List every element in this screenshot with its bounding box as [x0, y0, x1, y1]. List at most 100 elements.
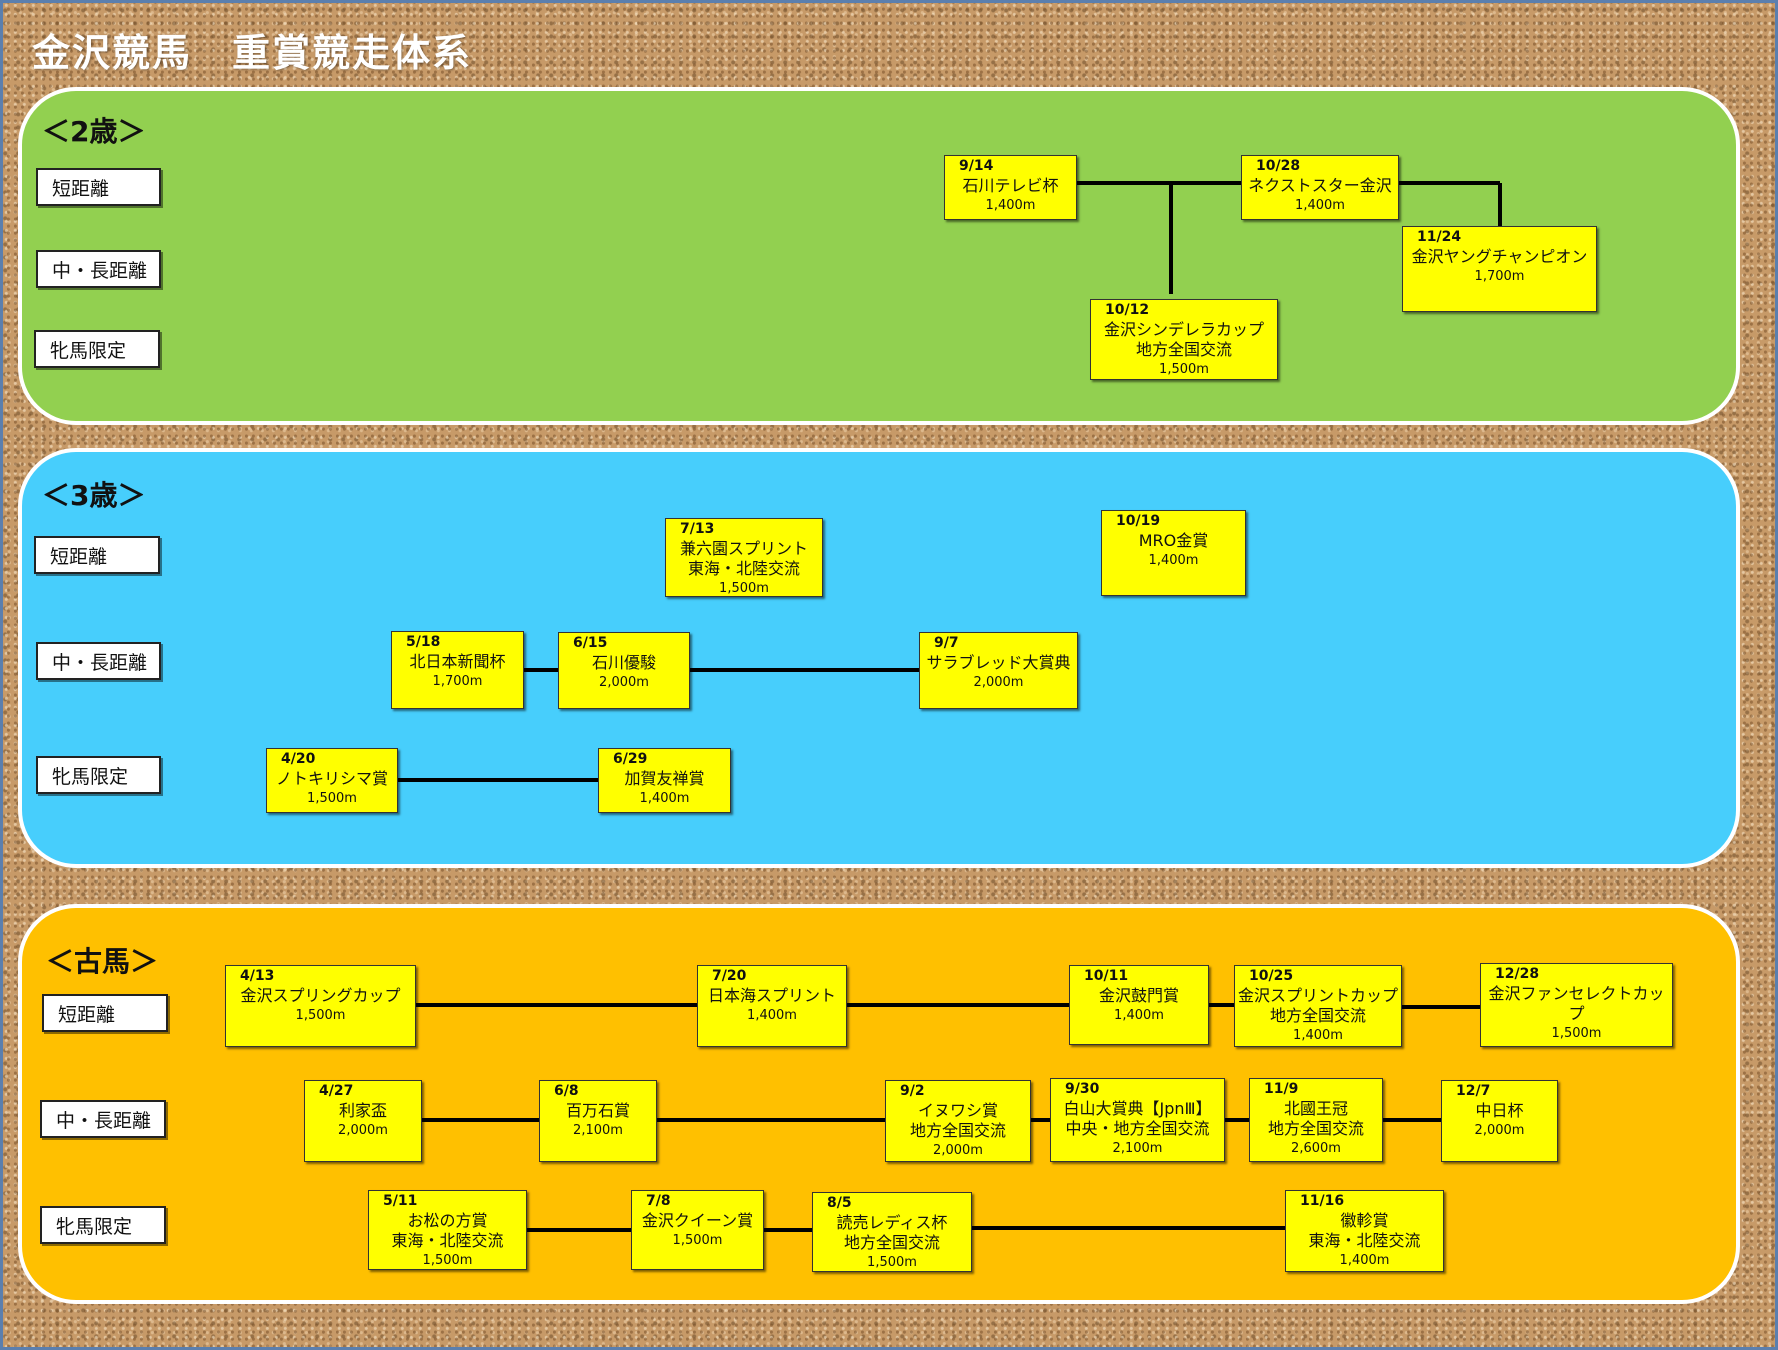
race-subtitle: 東海・北陸交流	[1308, 1231, 1421, 1250]
race-name: 白山大賞典【JpnⅢ】	[1063, 1099, 1212, 1118]
race-name: サラブレッド大賞典	[926, 653, 1071, 672]
race-distance: 1,400m	[747, 1008, 797, 1023]
race-name: 石川優駿	[591, 653, 656, 672]
race-distance: 1,400m	[1295, 198, 1345, 213]
race-name: 兼六園スプリント	[679, 539, 808, 558]
race-date: 4/13	[240, 968, 275, 984]
race-date: 9/14	[959, 158, 994, 174]
category-sprint-2yo: 短距離	[36, 168, 161, 206]
section-label-2yo: ＜2歳＞	[42, 115, 146, 148]
race-distance: 1,500m	[1159, 362, 1209, 377]
race-date: 5/11	[383, 1193, 418, 1209]
race-distance: 1,400m	[1114, 1008, 1164, 1023]
race-distance: 2,000m	[599, 675, 649, 690]
race-date: 6/8	[554, 1083, 579, 1099]
race-box: 9/14 石川テレビ杯 1,400m	[944, 155, 1077, 220]
race-box: 10/28 ネクストスター金沢 1,400m	[1241, 155, 1399, 220]
race-date: 7/8	[646, 1193, 671, 1209]
race-box: 4/27 利家盃 2,000m	[304, 1080, 422, 1162]
race-subtitle: 東海・北陸交流	[391, 1231, 504, 1250]
category-fillies-2yo: 牝馬限定	[34, 330, 160, 368]
race-date: 10/28	[1256, 158, 1301, 174]
race-name: 利家盃	[338, 1101, 387, 1120]
page-title: 金沢競馬 重賞競走体系	[32, 31, 473, 75]
race-distance: 1,400m	[1293, 1028, 1343, 1043]
race-date: 9/2	[900, 1083, 925, 1099]
race-date: 11/9	[1264, 1081, 1299, 1097]
race-name: ノトキリシマ賞	[275, 769, 388, 788]
race-distance: 1,500m	[672, 1233, 723, 1248]
race-box: 10/25 金沢スプリントカップ地方全国交流 1,400m	[1234, 965, 1402, 1047]
race-name: お松の方賞	[407, 1211, 488, 1230]
race-date: 12/28	[1495, 966, 1540, 982]
category-sprint-3yo: 短距離	[34, 536, 160, 574]
race-date: 10/25	[1249, 968, 1294, 984]
race-distance: 1,500m	[295, 1008, 346, 1023]
race-name: イヌワシ賞	[917, 1101, 998, 1120]
race-distance: 2,000m	[338, 1123, 388, 1138]
race-subtitle: 中央・地方全国交流	[1065, 1119, 1210, 1138]
race-subtitle: 地方全国交流	[1135, 340, 1232, 359]
race-distance: 1,500m	[1551, 1026, 1602, 1041]
category-middle-long-older: 中・長距離	[40, 1100, 166, 1138]
race-box: 11/24 金沢ヤングチャンピオン 1,700m	[1402, 226, 1597, 312]
race-distance: 1,500m	[422, 1253, 473, 1268]
section-label-3yo: ＜3歳＞	[42, 479, 146, 512]
race-name: 中日杯	[1475, 1101, 1524, 1120]
race-distance: 1,700m	[1474, 269, 1525, 284]
race-name: 北國王冠	[1283, 1099, 1348, 1118]
category-middle-long-2yo: 中・長距離	[36, 250, 161, 288]
race-date: 9/7	[934, 635, 959, 651]
race-date: 4/27	[319, 1083, 354, 1099]
race-distance: 2,100m	[1112, 1141, 1163, 1156]
race-distance: 2,000m	[933, 1143, 983, 1158]
race-date: 10/12	[1105, 302, 1150, 318]
race-date: 4/20	[281, 751, 316, 767]
race-name: 北日本新聞杯	[409, 652, 506, 671]
race-date: 7/13	[680, 521, 715, 537]
race-date: 6/15	[573, 635, 608, 651]
race-name: 日本海スプリント	[707, 986, 836, 1005]
race-name: 加賀友禅賞	[624, 769, 705, 788]
section-label-older: ＜古馬＞	[46, 945, 159, 978]
race-date: 10/11	[1084, 968, 1129, 984]
race-date: 10/19	[1116, 513, 1161, 529]
race-box: 7/20 日本海スプリント 1,400m	[697, 965, 847, 1047]
race-box: 9/30 白山大賞典【JpnⅢ】中央・地方全国交流 2,100m	[1050, 1078, 1225, 1162]
race-subtitle: 地方全国交流	[843, 1233, 940, 1252]
race-name: 金沢スプリントカップ	[1237, 986, 1398, 1005]
race-distance: 2,100m	[573, 1123, 623, 1138]
race-distance: 1,400m	[1148, 553, 1199, 568]
race-subtitle: 地方全国交流	[1269, 1006, 1366, 1025]
race-date: 7/20	[712, 968, 747, 984]
race-box: 5/11 お松の方賞東海・北陸交流 1,500m	[368, 1190, 527, 1270]
race-date: 11/24	[1417, 229, 1462, 245]
race-distance: 1,400m	[639, 791, 690, 806]
race-box: 6/15 石川優駿 2,000m	[558, 632, 690, 709]
category-fillies-3yo: 牝馬限定	[36, 756, 161, 794]
race-subtitle: 地方全国交流	[909, 1121, 1006, 1140]
race-name: ネクストスター金沢	[1248, 176, 1392, 195]
race-distance: 1,500m	[867, 1255, 917, 1270]
race-name: 石川テレビ杯	[962, 176, 1059, 195]
race-date: 9/30	[1065, 1081, 1100, 1097]
race-distance: 2,000m	[1474, 1123, 1525, 1138]
race-distance: 1,400m	[985, 198, 1036, 213]
race-date: 8/5	[827, 1195, 852, 1211]
race-date: 5/18	[406, 634, 441, 650]
race-subtitle: 地方全国交流	[1267, 1119, 1364, 1138]
race-name: 金沢ヤングチャンピオン	[1411, 247, 1588, 266]
race-distance: 1,400m	[1339, 1253, 1390, 1268]
